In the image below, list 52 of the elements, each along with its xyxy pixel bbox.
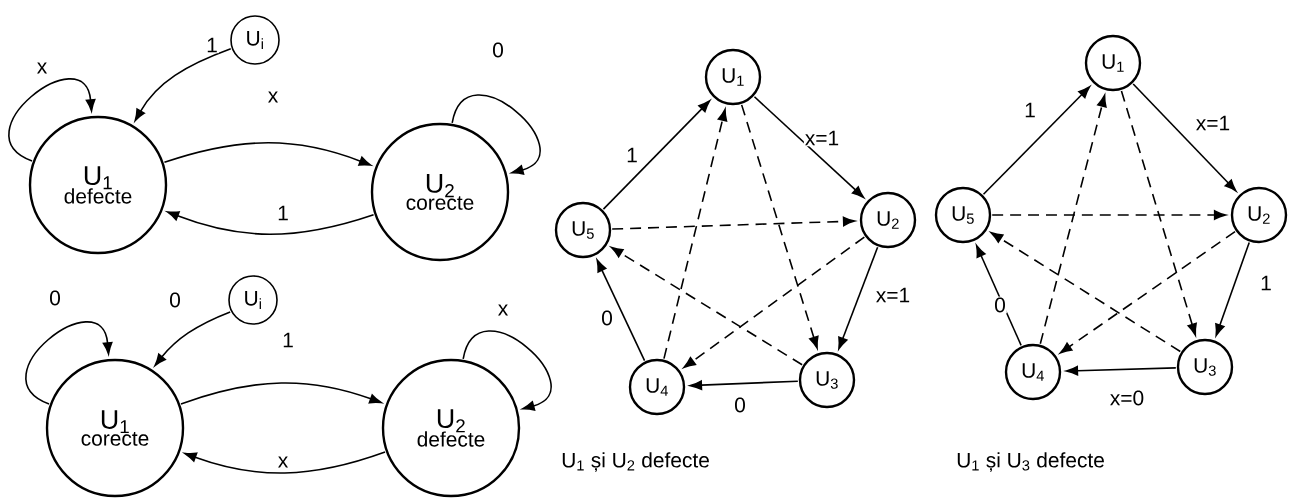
edge-label: 1 xyxy=(205,36,219,54)
dashed-arrow xyxy=(740,104,819,349)
arrow xyxy=(602,100,711,210)
dashed-arrow xyxy=(683,236,866,369)
arrow xyxy=(134,48,232,122)
arrow xyxy=(166,211,375,235)
edge-label: 1 xyxy=(1023,101,1037,119)
edge-label: x xyxy=(35,61,49,75)
edge-label: x xyxy=(266,90,280,104)
arrow xyxy=(462,330,552,411)
arrow xyxy=(975,244,1022,347)
edge-label: 1 xyxy=(281,331,295,349)
arrow xyxy=(163,142,372,166)
dashed-arrow xyxy=(1039,94,1107,345)
edge-label: 1 xyxy=(1259,274,1273,292)
arrow xyxy=(838,246,879,350)
arrow xyxy=(689,380,799,391)
edge-label: x=1 xyxy=(1194,114,1232,132)
arrow xyxy=(25,321,113,405)
dashed-arrow xyxy=(1120,90,1197,336)
edge-label: x=1 xyxy=(803,129,841,147)
edge-label: x xyxy=(276,455,290,469)
edge-label: 0 xyxy=(733,396,747,414)
arrow xyxy=(982,86,1091,195)
dashed-arrow xyxy=(990,232,1182,353)
arrow xyxy=(1132,83,1237,192)
edge-label: 0 xyxy=(600,309,614,327)
edge-label: 0 xyxy=(491,41,505,59)
arrow xyxy=(596,259,646,362)
edge-label: x=1 xyxy=(874,286,912,304)
edge-label: x=0 xyxy=(1108,389,1146,407)
edge-label: 0 xyxy=(48,289,62,307)
arrow xyxy=(1065,365,1177,376)
caption: U$_{1}$ și U$_{3}$ defecte xyxy=(957,452,1104,472)
edge-label: 1 xyxy=(276,204,290,222)
arrow xyxy=(1215,241,1251,337)
dashed-arrow xyxy=(611,216,856,230)
arrow xyxy=(753,96,865,199)
caption: U$_{1}$ și U$_{2}$ defecte xyxy=(562,452,709,472)
dashed-arrow xyxy=(991,210,1227,220)
dashed-arrow xyxy=(663,108,728,360)
dashed-arrow xyxy=(1059,230,1236,354)
dashed-arrow xyxy=(610,246,803,366)
arrow xyxy=(184,451,386,474)
arrow xyxy=(180,382,382,405)
edge-label: 1 xyxy=(625,146,639,164)
arrow xyxy=(154,311,231,367)
edge-label: x xyxy=(496,303,510,317)
edge-label: 0 xyxy=(168,291,182,309)
arrow xyxy=(451,94,541,175)
edge-label: 0 xyxy=(993,296,1007,314)
arrow xyxy=(8,78,96,162)
